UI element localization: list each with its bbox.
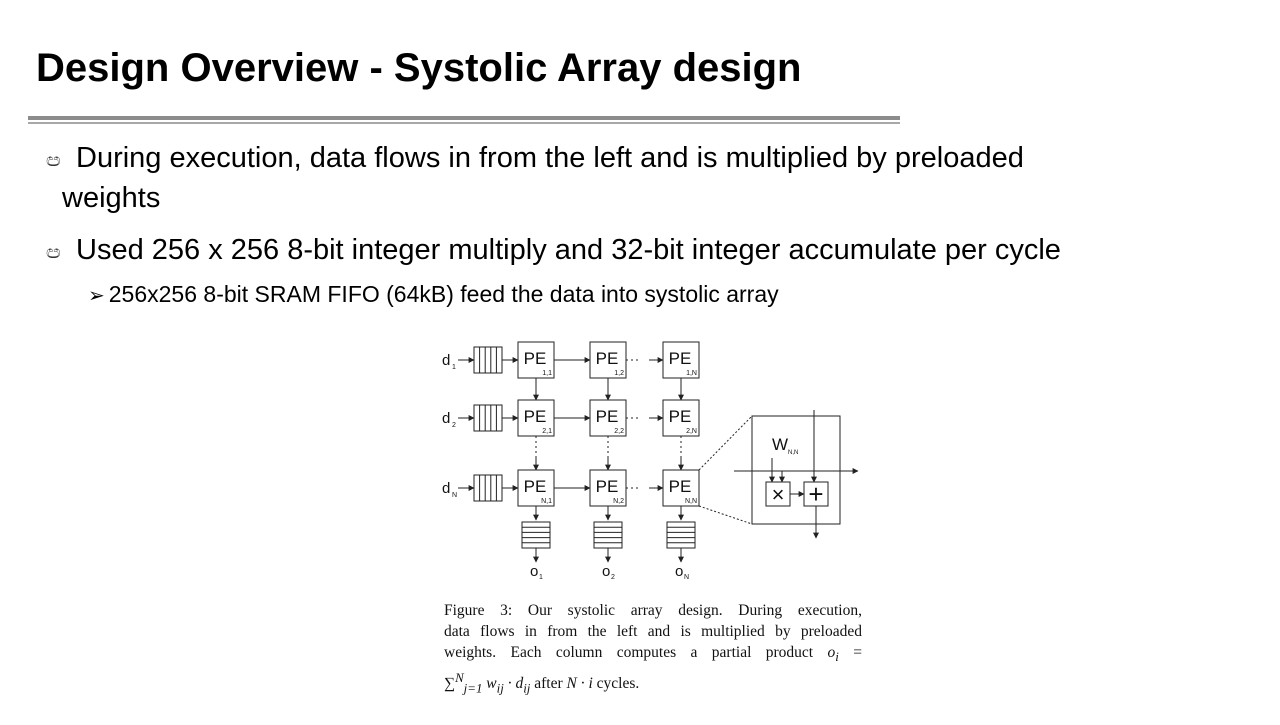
pe-detail-box — [751, 415, 841, 525]
input-fifo — [473, 346, 503, 374]
pe-label: PE — [669, 477, 692, 496]
caption-line: data flows in from the left and is multi… — [444, 623, 862, 640]
spiral-bullet-icon: ඏ — [46, 150, 61, 170]
pe-subscript: 2,2 — [614, 428, 624, 435]
weight-subscript: N,N — [788, 450, 798, 456]
input-fifo — [473, 474, 503, 502]
pe-label: PE — [524, 477, 547, 496]
input-fifo — [473, 404, 503, 432]
pe-label: PE — [596, 477, 619, 496]
pe-label: PE — [596, 407, 619, 426]
caption-math: w — [482, 675, 497, 693]
output-label: o — [602, 563, 610, 580]
pe-label: PE — [524, 407, 547, 426]
zoom-line — [698, 415, 753, 471]
figure-caption: Figure 3: Our systolic array design. Dur… — [444, 600, 862, 698]
caption-line: weights. Each column computes a partial … — [444, 642, 862, 667]
input-label: d — [442, 410, 450, 427]
pe-subscript: 2,1 — [542, 428, 552, 435]
bullet-text: During execution, data flows in from the… — [76, 142, 1024, 174]
output-label: o — [675, 563, 683, 580]
output-subscript: N — [684, 574, 689, 581]
pe-subscript: 1,1 — [542, 370, 552, 377]
systolic-array-diagram: PE1,1PE1,2PE1,NPE2,1PE2,2PE2,NPEN,1PEN,2… — [442, 341, 859, 581]
output-subscript: 2 — [611, 574, 615, 581]
title-divider — [28, 116, 900, 120]
bullet-text: Used 256 x 256 8-bit integer multiply an… — [76, 234, 1061, 266]
caption-line: Figure 3: Our systolic array design. Dur… — [444, 602, 862, 619]
caption-math-sub: j=1 — [463, 680, 483, 696]
multiply-symbol: × — [772, 482, 785, 507]
bullet-item: ඏ Used 256 x 256 8-bit integer multiply … — [46, 230, 1246, 270]
spiral-bullet-icon: ඏ — [46, 242, 61, 262]
pe-label: PE — [596, 349, 619, 368]
sub-bullet-item: ➢256x256 8-bit SRAM FIFO (64kB) feed the… — [88, 280, 779, 310]
caption-text: weights. Each column computes a partial … — [444, 644, 828, 661]
pe-subscript: 1,2 — [614, 370, 624, 377]
zoom-line — [698, 505, 753, 525]
pe-subscript: N,2 — [613, 498, 624, 505]
pe-subscript: 1,N — [686, 370, 697, 377]
input-subscript: 1 — [452, 364, 456, 371]
caption-line: ∑Nj=1 wij · dij after N · i cycles. — [444, 667, 862, 698]
pe-label: PE — [669, 349, 692, 368]
input-subscript: N — [452, 492, 457, 499]
caption-math-sub: i — [835, 649, 839, 665]
output-subscript: 1 — [539, 574, 543, 581]
caption-math: N · i — [566, 675, 593, 693]
title-divider-thin — [28, 122, 900, 124]
caption-text: cycles. — [592, 675, 640, 693]
caption-math-sub: ij — [496, 680, 504, 696]
pe-subscript: 2,N — [686, 428, 697, 435]
caption-text: = — [838, 644, 862, 661]
input-label: d — [442, 352, 450, 369]
output-label: o — [530, 563, 538, 580]
caption-math: · d — [503, 675, 524, 693]
caption-sum-symbol: ∑ — [444, 675, 456, 693]
pe-label: PE — [524, 349, 547, 368]
output-fifo — [521, 521, 551, 549]
slide-title: Design Overview - Systolic Array design — [36, 46, 802, 90]
pe-subscript: N,1 — [541, 498, 552, 505]
sub-bullet-text: 256x256 8-bit SRAM FIFO (64kB) feed the … — [108, 281, 779, 307]
output-fifo — [593, 521, 623, 549]
input-subscript: 2 — [452, 422, 456, 429]
pe-subscript: N,N — [685, 498, 697, 505]
bullet-text-continued: weights — [62, 182, 161, 214]
pe-label: PE — [669, 407, 692, 426]
bullet-item: ඏ During execution, data flows in from t… — [46, 138, 1246, 218]
weight-label: W — [772, 435, 788, 454]
caption-math-sub: ij — [523, 680, 531, 696]
input-label: d — [442, 480, 450, 497]
caption-text: after — [530, 675, 567, 693]
output-fifo — [666, 521, 696, 549]
arrow-bullet-icon: ➢ — [88, 285, 105, 307]
caption-math: o — [827, 644, 836, 661]
add-symbol: + — [808, 479, 823, 509]
caption-math-sup: N — [455, 670, 464, 686]
